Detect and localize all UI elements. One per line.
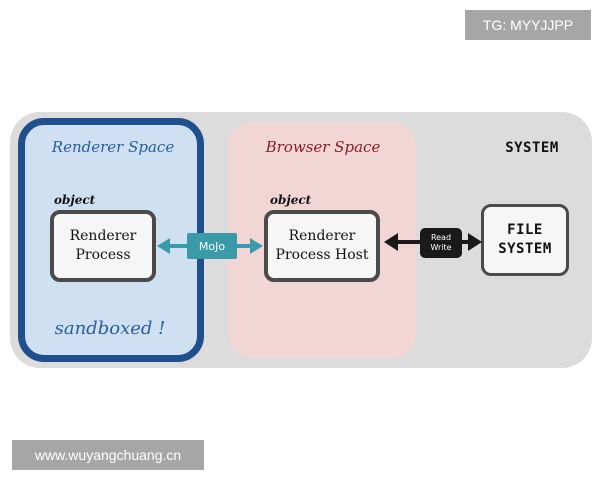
watermark-bottom: www.wuyangchuang.cn xyxy=(12,440,204,470)
read-label: Read xyxy=(430,233,452,242)
browser-space-title: Browser Space xyxy=(265,138,381,156)
file-system-line-1: FILE xyxy=(507,222,543,238)
file-system-line-2: SYSTEM xyxy=(498,241,552,257)
write-label: Write xyxy=(430,243,452,252)
sandboxed-label: sandboxed ! xyxy=(54,318,166,339)
system-label: SYSTEM xyxy=(505,140,559,156)
watermark-top: TG: MYYJJPP xyxy=(465,10,591,40)
renderer-process-line-1: Renderer xyxy=(69,228,137,244)
renderer-process-node: Renderer Process xyxy=(50,210,156,282)
process-host-line-1: Renderer xyxy=(288,228,356,244)
file-system-node: FILE SYSTEM xyxy=(481,204,569,276)
process-host-line-2: Process Host xyxy=(275,247,369,263)
browser-object-label: object xyxy=(270,193,312,207)
renderer-object-label: object xyxy=(54,193,96,207)
mojo-label: MoJo xyxy=(187,233,237,259)
renderer-process-line-2: Process xyxy=(75,247,131,263)
renderer-process-host-node: Renderer Process Host xyxy=(264,210,380,282)
read-write-label: Read Write xyxy=(420,228,462,258)
renderer-space-title: Renderer Space xyxy=(51,138,175,156)
